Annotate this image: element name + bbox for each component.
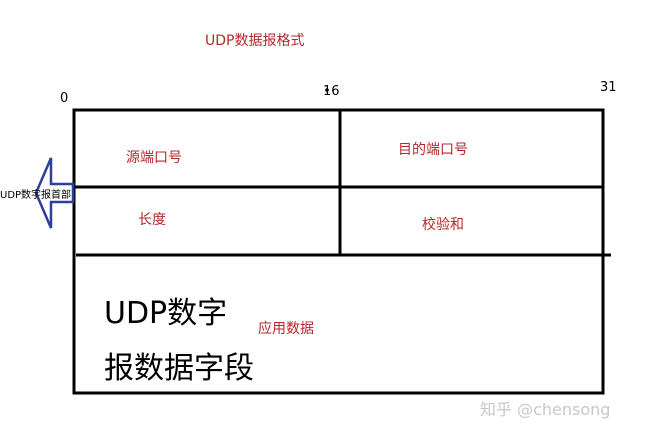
bit-label-16: 16 [323, 84, 340, 99]
bit-label-0: 0 [60, 91, 69, 106]
field-length: 长度 [138, 212, 166, 228]
app-data-label: 应用数据 [258, 321, 314, 337]
field-checksum: 校验和 [422, 217, 464, 233]
bit-mark [325, 88, 329, 92]
field-dest-port: 目的端口号 [398, 142, 468, 158]
field-source-port: 源端口号 [126, 150, 182, 166]
left-arrow-icon [34, 157, 75, 229]
watermark: 知乎 @chensong [480, 400, 611, 419]
bit-label-31: 31 [600, 80, 617, 95]
data-section-line2: 报数据字段 [104, 351, 254, 386]
data-section-line1: UDP数字 [104, 296, 228, 331]
header-note: UDP数字报首部 [0, 190, 72, 201]
diagram-title: UDP数据报格式 [205, 33, 305, 49]
